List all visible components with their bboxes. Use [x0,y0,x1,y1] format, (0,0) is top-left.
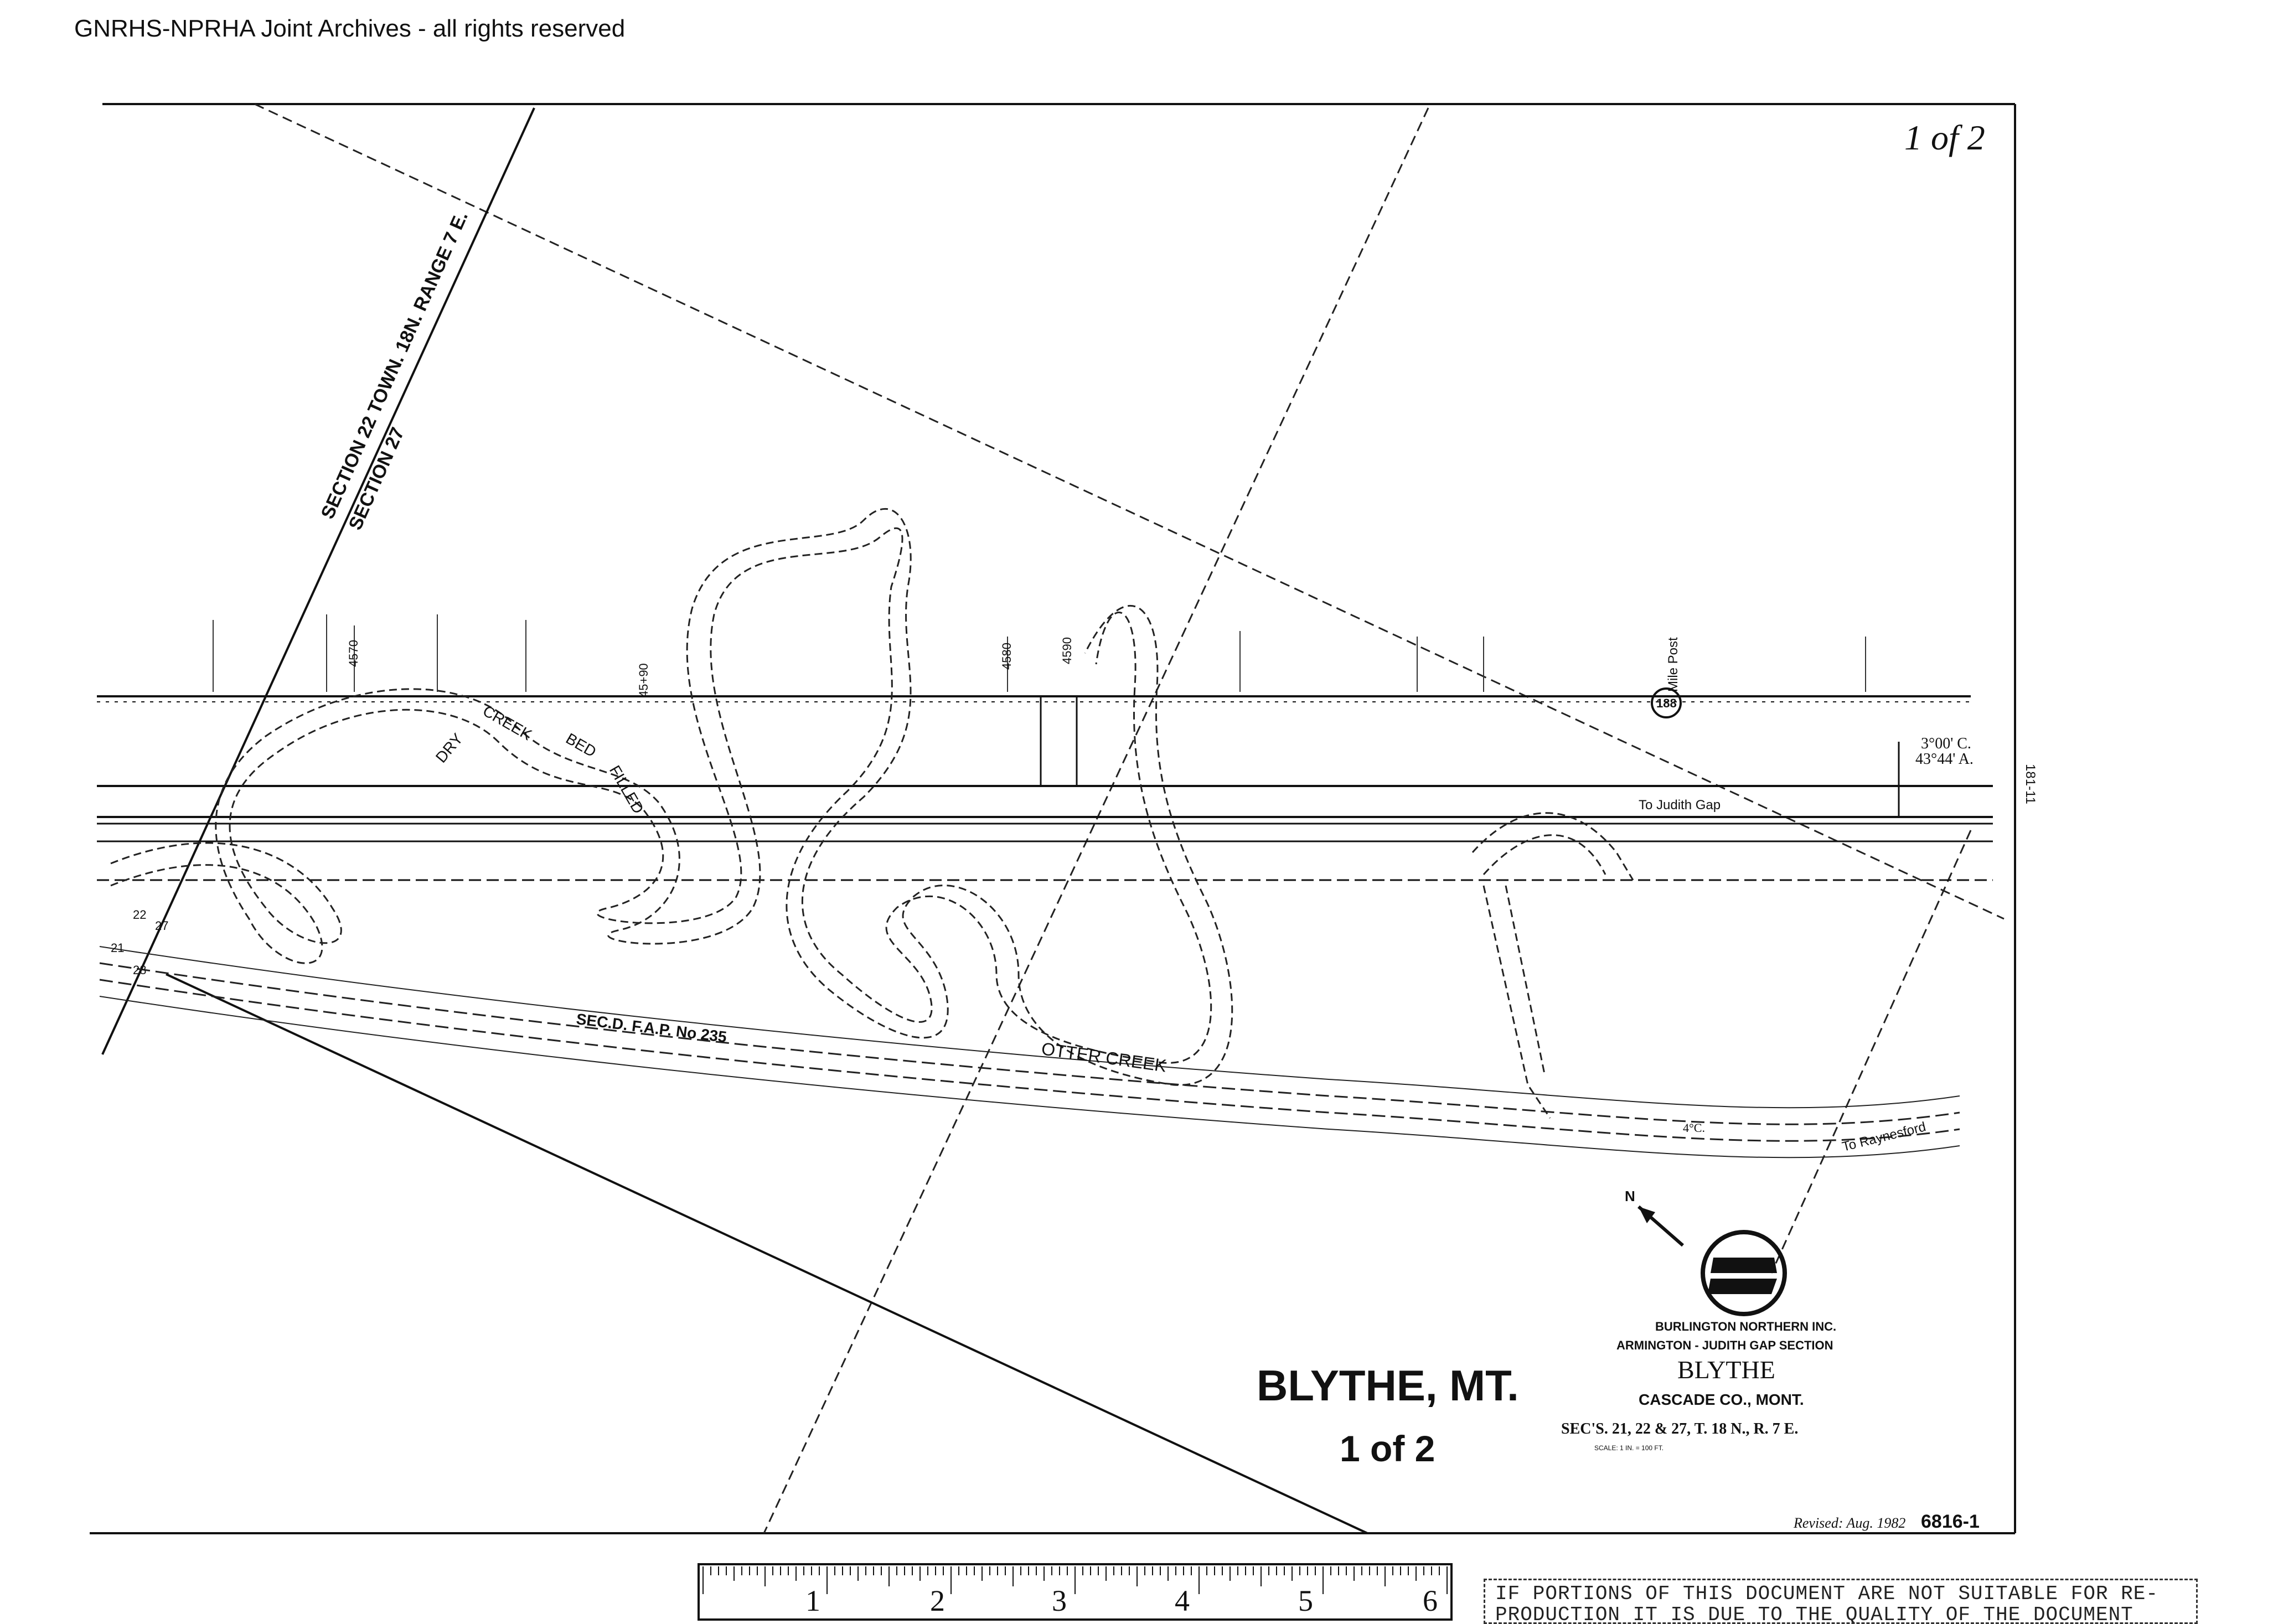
station-name: BLYTHE [1677,1356,1775,1384]
bn-logo [1701,1230,1787,1316]
dry-creek-label-2: CREEK [480,702,535,743]
county-name: CASCADE CO., MONT. [1639,1391,1804,1408]
ruler-tick-1: 1 [805,1584,820,1617]
to-judith-gap-label: To Judith Gap [1639,798,1721,813]
location-legal: SEC'S. 21, 22 & 27, T. 18 N., R. 7 E. [1561,1420,1798,1437]
curve-angle: 43°44' A. [1915,751,1974,768]
drawing-number: 6816-1 [1921,1511,1980,1532]
reproduction-stamp: IF PORTIONS OF THIS DOCUMENT ARE NOT SUI… [1484,1579,2198,1624]
curve-highway: 4°C. [1683,1121,1705,1135]
mile-post-number: 188 [1656,696,1677,710]
section-line [101,107,535,1055]
revised-note: Revised: Aug. 1982 [1793,1515,1905,1531]
highway [99,962,1960,1142]
archive-notice: GNRHS-NPRHA Joint Archives - all rights … [74,15,625,42]
scale-ruler: 1 2 3 4 5 6 [698,1563,1453,1621]
scale-note: SCALE: 1 IN. = 100 FT. [1594,1444,1664,1452]
corner-27: 27 [155,919,168,933]
highway-label: SEC.D. F.A.P. No 235 [575,1010,727,1046]
drawing-border [90,103,2016,1534]
station-4590: 4590 [1060,637,1074,664]
sheet-number-handwritten: 1 of 2 [1904,118,1985,157]
curve-degree: 3°00' C. [1921,735,1971,752]
to-raynesford-label: To Raynesford [1841,1119,1928,1155]
creek-channels [110,508,1233,1086]
ruler-tick-5: 5 [1298,1584,1313,1617]
main-title: BLYTHE, MT. [1257,1361,1519,1410]
corner-21: 21 [111,941,124,955]
otter-creek-label: OTTER CREEK [1040,1038,1168,1075]
property-lines [254,103,2005,1534]
mile-post-marker [1651,687,1682,718]
ruler-tick-4: 4 [1175,1584,1190,1617]
right-margin-label: 181-11 [2023,764,2038,804]
station-ticks [213,614,1866,692]
east-spur [1471,812,1634,1119]
highway-edges [99,946,1960,1158]
dry-creek-label-4: FILLED [606,763,647,817]
right-of-way [97,695,1993,881]
svg-text:N: N [1625,1188,1635,1204]
station-4580: 4580 [1000,643,1014,670]
station-4590-left: 45+90 [637,663,650,697]
corner-28: 28 [133,963,146,977]
sheet-number: 1 of 2 [1340,1428,1435,1469]
stamp-line-1: IF PORTIONS OF THIS DOCUMENT ARE NOT SUI… [1495,1582,2158,1605]
north-arrow: N [1625,1188,1684,1247]
dry-creek-label-1: DRY [432,730,467,766]
dry-creek-label-3: BED [563,730,599,761]
section-line-north-label: SECTION 22 TOWN. 18N. RANGE 7 E. [317,208,472,522]
mile-post-label: Mile Post [1666,637,1681,692]
stamp-line-2: PRODUCTION IT IS DUE TO THE QUALITY OF T… [1495,1604,2133,1624]
diagonal-line [166,973,1368,1534]
ruler-tick-2: 2 [930,1584,945,1617]
ruler-tick-3: 3 [1052,1584,1067,1617]
section-name: ARMINGTON - JUDITH GAP SECTION [1616,1338,1833,1352]
ruler-tick-6: 6 [1423,1584,1438,1617]
station-4570: 4570 [347,640,360,667]
corner-22: 22 [133,908,146,922]
company-name: BURLINGTON NORTHERN INC. [1655,1320,1836,1333]
